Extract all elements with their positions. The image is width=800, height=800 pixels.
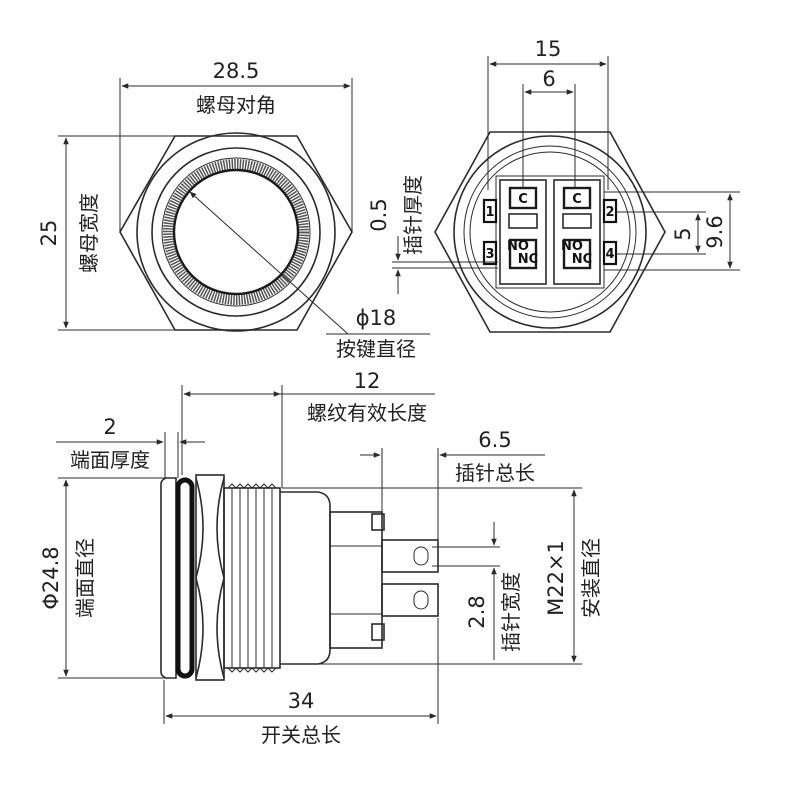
front-view xyxy=(119,132,430,335)
total-length-value: 34 xyxy=(288,689,315,713)
inner-width-value: 6 xyxy=(542,67,555,91)
contact-c-right: C xyxy=(572,192,582,207)
across-flats-label: 螺母宽度 xyxy=(77,193,101,273)
pin-width-value: 2.8 xyxy=(465,595,489,628)
dim-across-corners: 28.5 螺母对角 xyxy=(119,59,353,232)
dim-across-flats: 25 螺母宽度 xyxy=(37,135,175,331)
pin-length-label: 插针总长 xyxy=(455,461,535,485)
rear-hex-outline xyxy=(434,131,666,333)
thread-teeth-bottom xyxy=(227,667,277,673)
pin-length-value: 6.5 xyxy=(478,428,511,452)
led-ring-texture xyxy=(163,159,309,305)
overall-width-value: 15 xyxy=(535,37,562,61)
dim-9-6: 9.6 xyxy=(604,191,740,271)
total-length-label: 开关总长 xyxy=(261,723,341,747)
pin-thickness-value: 0.5 xyxy=(367,198,391,231)
across-flats-value: 25 xyxy=(37,220,61,247)
across-corners-label: 螺母对角 xyxy=(196,93,276,117)
dim-overall-width: 15 xyxy=(487,37,609,190)
terminal-2-label: 2 xyxy=(605,205,614,220)
bezel-outer-ring xyxy=(136,132,336,332)
led-ring-outer-edge xyxy=(161,157,311,307)
dim-inner-width: 6 xyxy=(522,67,576,188)
rear-housing xyxy=(280,491,331,665)
button-diameter-label: 按键直径 xyxy=(336,337,416,361)
face-diameter-label: 端面直径 xyxy=(73,538,97,618)
terminal-1-label: 1 xyxy=(485,205,494,220)
dim-pin-thickness: 0.5 插针厚度 xyxy=(367,175,498,294)
terminal-4-label: 4 xyxy=(605,247,614,262)
side-view xyxy=(160,474,439,681)
pin-width-label: 插针宽度 xyxy=(499,572,523,652)
dim-9-6-value: 9.6 xyxy=(703,215,727,248)
across-corners-value: 28.5 xyxy=(213,59,260,83)
thread-length-label: 螺纹有效长度 xyxy=(307,401,427,425)
bezel-inner-ring xyxy=(151,147,321,317)
side-nut xyxy=(195,474,225,681)
pin-upper xyxy=(381,539,439,573)
face-thickness-value: 2 xyxy=(103,415,116,439)
contact-c-left: C xyxy=(518,192,528,207)
led-ring-side xyxy=(175,477,195,679)
terminal-view: 1 2 3 4 C C NO NO NC NC xyxy=(434,131,666,333)
button-diameter-value: ϕ18 xyxy=(356,306,397,330)
thread-teeth-top xyxy=(227,483,277,489)
contact-no-right: NO xyxy=(561,239,583,254)
dim-thread-length: 12 螺纹有效长度 xyxy=(181,369,435,488)
face-diameter-value: Φ24.8 xyxy=(39,546,63,609)
end-face-plate xyxy=(160,477,177,679)
button-face-edge xyxy=(172,168,300,296)
contact-no-left: NO xyxy=(507,239,529,254)
mount-thread-label: 安装直径 xyxy=(579,538,603,618)
contact-nc-right: NC xyxy=(572,252,592,267)
contact-nc-left: NC xyxy=(518,252,538,267)
face-thickness-label: 端面厚度 xyxy=(70,448,150,472)
dim-face-thickness: 2 端面厚度 xyxy=(56,415,205,478)
dim-pin-length: 6.5 插针总长 xyxy=(360,428,545,540)
dim-face-diameter: Φ24.8 端面直径 xyxy=(39,477,166,679)
dim-5-value: 5 xyxy=(671,227,695,240)
dim-pin-width: 2.8 插针宽度 xyxy=(432,522,523,660)
dim-5: 5 xyxy=(616,211,706,255)
dim-total-length: 34 开关总长 xyxy=(163,618,439,747)
mount-thread-value: M22×1 xyxy=(544,540,568,616)
button-face-highlight xyxy=(192,177,246,207)
rear-outer-ring xyxy=(453,135,647,329)
button-diameter-leader xyxy=(189,191,349,335)
thread-length-value: 12 xyxy=(354,369,381,393)
pin-lower xyxy=(381,583,439,617)
terminal-3-label: 3 xyxy=(485,247,494,262)
dim-mount-thread: M22×1 安装直径 xyxy=(282,487,603,665)
switch-body-right xyxy=(553,179,601,285)
pin-thickness-label: 插针厚度 xyxy=(401,175,425,255)
switch-block xyxy=(329,511,383,649)
